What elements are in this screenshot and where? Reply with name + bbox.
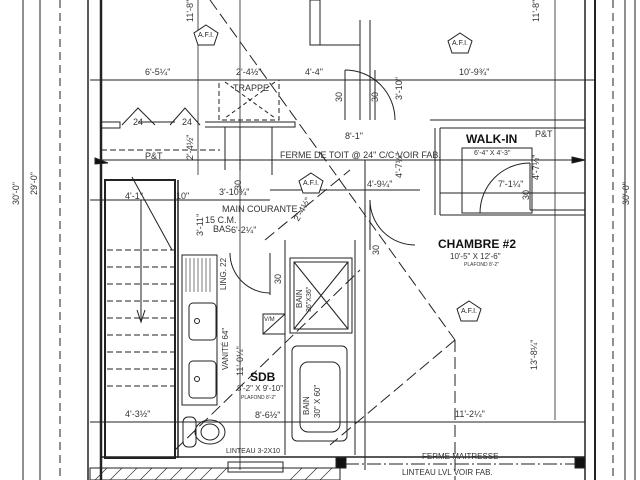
- door-width: 30: [334, 91, 344, 102]
- dim: 11'-8": [185, 0, 195, 22]
- lvl-lintel-label: LINTEAU LVL VOIR FAB.: [402, 468, 493, 477]
- dim: 4'-7½": [394, 152, 404, 178]
- tub-size: 30" X 60": [313, 384, 322, 418]
- master-truss-label: FERME MAITRESSE: [422, 452, 499, 461]
- dim: 3'-10¾": [219, 187, 250, 197]
- door-width: 30: [521, 189, 531, 200]
- vm-label: V/M: [264, 317, 275, 323]
- door-width: 30: [370, 91, 380, 102]
- room-size-walkin: 6'-4" X 4'-3": [474, 150, 511, 157]
- dim: 8'-6½": [255, 410, 281, 420]
- dim: 11'-0¼": [235, 346, 245, 376]
- closet-width: 24: [133, 117, 144, 127]
- smoke-detector-afi: A.F.I.: [193, 24, 219, 46]
- dim: 4'-7½": [531, 154, 541, 180]
- dim: 2'-4½": [236, 67, 262, 77]
- smoke-detector-afi: A.F.I.: [298, 172, 324, 194]
- dim-inner-left: 29'-0": [29, 172, 39, 195]
- room-name-sdb: SDB: [250, 370, 276, 384]
- vanity-label: VANITÉ 64": [221, 327, 230, 370]
- dim: 4'-3½": [125, 409, 151, 419]
- dim: 3'-11": [195, 213, 205, 236]
- shower-size: 36"X36": [306, 286, 313, 312]
- dim: 6'-5¼": [145, 67, 171, 77]
- dim: 10'-9¾": [459, 67, 490, 77]
- pt-label: P&T: [145, 151, 163, 161]
- dim: 8'-1": [345, 131, 363, 141]
- dim: 4'-4": [305, 67, 323, 77]
- dim: 4'-9¼": [367, 179, 393, 189]
- shower-label: BAIN: [295, 289, 304, 308]
- closet-width: 24: [182, 117, 193, 127]
- room-size-sdb: 8'-2" X 9'-10": [237, 384, 284, 393]
- trappe-label: TRAPPE: [233, 83, 270, 93]
- dim: 2'-4½": [185, 134, 195, 160]
- dim: 11'-8": [531, 0, 541, 22]
- pt-label: P&T: [535, 129, 553, 139]
- door-width: 30: [273, 273, 283, 284]
- lintel-sdb: LINTEAU 3-2X10: [226, 448, 281, 455]
- roof-truss-note: FERME DE TOIT @ 24" C/C VOIR FAB.: [280, 150, 441, 160]
- dim: 4'-1": [125, 191, 143, 201]
- bas-label: BAS: [213, 224, 232, 234]
- dim-overall-right: 30'-0": [621, 182, 631, 205]
- room-ceiling-chambre2: PLAFOND 8'-2": [464, 262, 499, 268]
- smoke-detector-afi: A.F.I.: [456, 300, 482, 322]
- smoke-detector-afi: A.F.I.: [447, 32, 473, 54]
- dim: 10": [176, 191, 190, 201]
- linen-label: LING. 22: [219, 257, 228, 290]
- room-name-chambre2: CHAMBRE #2: [438, 237, 517, 251]
- dim: 11'-2¼": [455, 409, 485, 419]
- room-name-walkin: WALK-IN: [466, 132, 518, 146]
- dim: 6'-2¼": [231, 225, 257, 235]
- tub-label: BAIN: [302, 396, 311, 415]
- cm-label: 15 C.M.: [205, 215, 237, 225]
- handrail-label: MAIN COURANTE: [222, 204, 298, 214]
- room-ceiling-sdb: PLAFOND 8'-2": [241, 395, 276, 401]
- dim: 13'-8¼": [529, 339, 539, 370]
- dim: 3'-10": [394, 77, 404, 100]
- dim-overall-left: 30'-0": [11, 182, 21, 205]
- room-size-chambre2: 10'-5" X 12'-6": [450, 252, 501, 261]
- dim: 7'-1¼": [498, 179, 524, 189]
- door-width: 30: [371, 244, 381, 255]
